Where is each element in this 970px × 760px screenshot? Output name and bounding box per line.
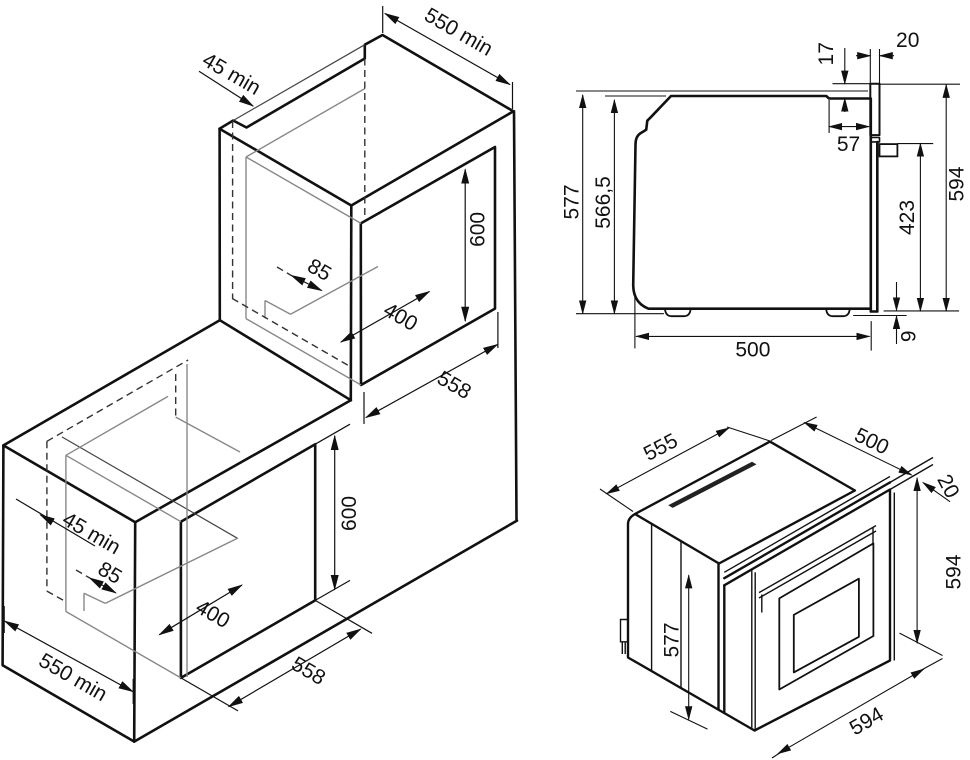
svg-text:600: 600: [466, 212, 489, 247]
svg-text:500: 500: [735, 339, 770, 362]
svg-text:57: 57: [837, 133, 860, 156]
svg-text:555: 555: [640, 429, 682, 466]
svg-text:500: 500: [851, 424, 893, 460]
svg-text:550 min: 550 min: [420, 4, 496, 61]
svg-text:577: 577: [561, 184, 584, 219]
svg-text:594: 594: [946, 166, 969, 201]
svg-text:558: 558: [433, 367, 475, 404]
svg-text:566,5: 566,5: [592, 176, 615, 229]
svg-text:400: 400: [380, 298, 422, 335]
svg-text:550 min: 550 min: [35, 649, 111, 706]
svg-text:85: 85: [303, 254, 335, 286]
svg-text:577: 577: [661, 622, 684, 657]
svg-text:9: 9: [898, 330, 921, 342]
svg-text:600: 600: [338, 496, 361, 531]
svg-text:45 min: 45 min: [58, 508, 124, 559]
svg-text:558: 558: [287, 652, 329, 689]
svg-text:20: 20: [896, 29, 919, 52]
svg-text:17: 17: [815, 42, 838, 65]
svg-text:85: 85: [94, 557, 126, 589]
svg-text:20: 20: [932, 471, 963, 502]
svg-text:594: 594: [943, 554, 966, 589]
svg-text:423: 423: [896, 200, 919, 235]
svg-text:594: 594: [846, 703, 888, 741]
svg-text:400: 400: [192, 596, 234, 633]
